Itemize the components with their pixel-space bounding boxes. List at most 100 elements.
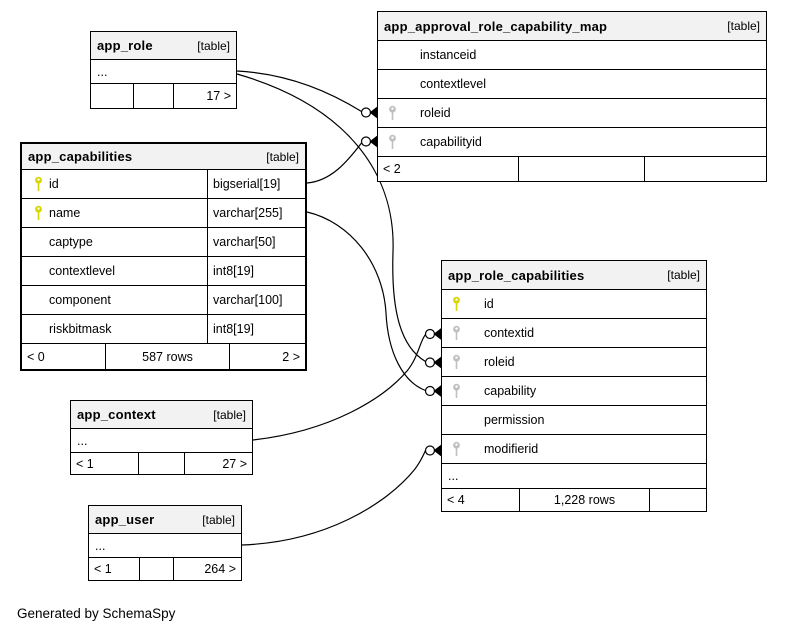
table-tag: [table] — [213, 407, 246, 422]
column-row: name varchar[255] — [22, 198, 305, 228]
column-name: riskbitmask — [49, 322, 112, 336]
table-tag: [table] — [667, 268, 700, 282]
column-name: capability — [484, 384, 537, 398]
collapsed-columns-row: ... — [71, 429, 252, 453]
column-name: roleid — [420, 106, 451, 120]
column-row: contextlevel — [378, 70, 766, 99]
primary-key-icon — [33, 176, 44, 192]
relationship-line-role-to-map-roleid — [236, 70, 362, 113]
column-row: permission — [442, 406, 706, 435]
column-name: capabilityid — [420, 135, 482, 149]
table-footer: < 1 27 > — [71, 453, 252, 474]
relationship-line-context-to-rolecaps-contextid — [252, 334, 426, 441]
column-row: id bigserial[19] — [22, 169, 305, 199]
column-type: bigserial[19] — [207, 169, 280, 199]
table-title[interactable]: app_context — [77, 407, 156, 422]
table-app-role[interactable]: app_role [table] ... 17 > — [90, 31, 237, 109]
table-title[interactable]: app_approval_role_capability_map — [384, 18, 608, 34]
relationship-line-role-to-rolecaps-roleid — [236, 73, 426, 363]
footer-cell-rows — [139, 558, 173, 580]
column-name: contextlevel — [420, 77, 487, 91]
table-tag: [table] — [202, 512, 235, 527]
table-tag: [table] — [197, 38, 230, 53]
table-footer: < 1 264 > — [89, 558, 241, 580]
footer-cell-prev: < 1 — [76, 456, 94, 471]
cardinality-circle — [424, 328, 436, 340]
footer-cell-prev: < 2 — [383, 162, 401, 176]
column-row: id — [442, 290, 706, 319]
column-name: component — [49, 293, 111, 307]
footer-cell-next — [644, 157, 766, 181]
column-type: int8[19] — [207, 256, 254, 286]
table-title[interactable]: app_role_capabilities — [448, 267, 585, 283]
footer-cell-prev: < 4 — [447, 493, 465, 507]
column-name: id — [49, 177, 59, 191]
column-row: contextlevel int8[19] — [22, 256, 305, 286]
column-name: captype — [49, 235, 93, 249]
column-name: contextlevel — [49, 264, 116, 278]
foreign-key-icon — [451, 354, 462, 370]
table-app-capabilities[interactable]: app_capabilities [table] id bigserial[19… — [20, 142, 307, 371]
column-row: riskbitmask int8[19] — [22, 314, 305, 344]
column-row: capability — [442, 377, 706, 406]
cardinality-circle — [424, 385, 436, 397]
ellipsis-label: ... — [77, 433, 88, 448]
foreign-key-icon — [451, 383, 462, 399]
table-title[interactable]: app_user — [95, 512, 155, 527]
column-name: id — [484, 297, 494, 311]
table-title[interactable]: app_capabilities — [28, 149, 133, 164]
footer-cell-next: 27 > — [184, 453, 252, 474]
primary-key-icon — [33, 205, 44, 221]
table-title[interactable]: app_role — [97, 38, 153, 53]
table-app-user[interactable]: app_user [table] ... < 1 264 > — [88, 505, 242, 581]
table-footer: < 2 — [378, 157, 766, 181]
footer-cell-prev — [91, 84, 133, 108]
table-app-context[interactable]: app_context [table] ... < 1 27 > — [70, 400, 253, 475]
cardinality-circle — [424, 357, 436, 368]
column-row: modifierid — [442, 435, 706, 464]
ellipsis-label: ... — [97, 64, 108, 79]
column-name: instanceid — [420, 48, 477, 62]
column-row: roleid — [442, 348, 706, 377]
column-name: contextid — [484, 326, 535, 340]
table-footer: 17 > — [91, 84, 236, 108]
table-header: app_approval_role_capability_map [table] — [378, 12, 766, 41]
column-row: roleid — [378, 99, 766, 128]
table-header: app_capabilities [table] — [22, 144, 305, 170]
column-row: capabilityid — [378, 128, 766, 157]
footer-cell-prev: < 1 — [94, 562, 112, 576]
table-header: app_user [table] — [89, 506, 241, 534]
cardinality-circle — [360, 136, 372, 147]
footer-cell-next — [649, 489, 706, 511]
collapsed-columns-row: ... — [91, 60, 236, 84]
relationship-line-capabilities-name-to-rolecaps-capability — [306, 211, 426, 392]
column-type: varchar[100] — [207, 285, 282, 315]
column-name: permission — [484, 413, 545, 427]
table-footer: < 4 1,228 rows — [442, 489, 706, 511]
footer-cell-rows: 587 rows — [105, 344, 229, 369]
footer-cell-next: 264 > — [173, 558, 241, 580]
cardinality-circle — [360, 107, 372, 118]
foreign-key-icon — [387, 134, 398, 150]
ellipsis-label: ... — [448, 469, 459, 483]
footer-cell-rows: 1,228 rows — [519, 489, 649, 511]
column-row: captype varchar[50] — [22, 227, 305, 257]
column-name: modifierid — [484, 442, 539, 456]
foreign-key-icon — [387, 105, 398, 121]
table-tag: [table] — [727, 19, 760, 33]
column-type: varchar[50] — [207, 227, 276, 257]
table-app-approval-role-capability-map[interactable]: app_approval_role_capability_map [table]… — [377, 11, 767, 182]
foreign-key-icon — [451, 325, 462, 341]
column-name: name — [49, 206, 81, 220]
table-footer: < 0 587 rows 2 > — [22, 344, 305, 369]
table-tag: [table] — [266, 149, 299, 164]
table-app-role-capabilities[interactable]: app_role_capabilities [table] id context… — [441, 260, 707, 512]
footer-cell-next: 17 > — [173, 84, 236, 108]
footer-cell-rows — [138, 453, 184, 474]
table-header: app_role [table] — [91, 32, 236, 60]
column-row: contextid — [442, 319, 706, 348]
footer-cell-rows — [133, 84, 173, 108]
generated-by-note: Generated by SchemaSpy — [17, 606, 176, 621]
